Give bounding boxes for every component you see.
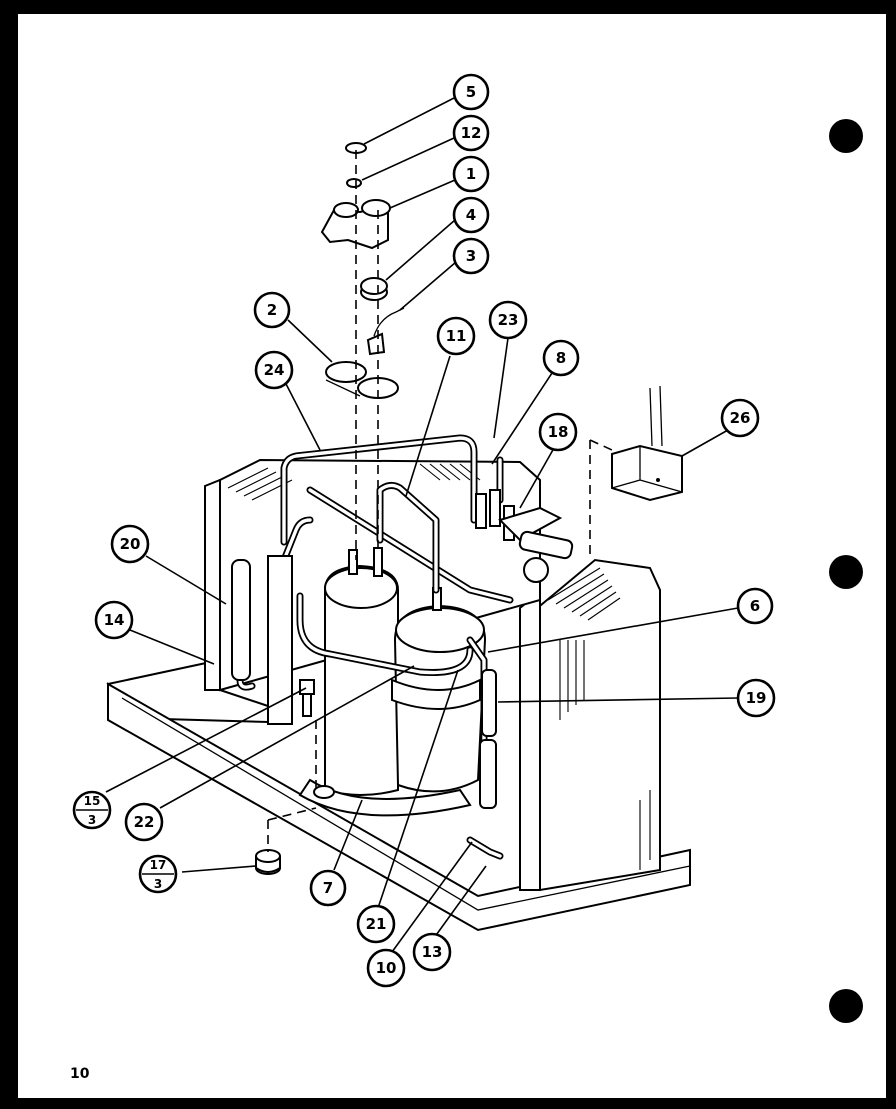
callout-19: 19 [736,678,776,718]
svg-text:6: 6 [750,597,760,615]
binder-hole-middle [829,555,863,589]
svg-text:22: 22 [134,813,155,831]
callout-12: 12 [452,114,490,152]
mounting-bolt [299,679,315,717]
svg-text:21: 21 [366,915,387,933]
callout-23: 23 [488,300,528,340]
binder-hole-top [829,119,863,153]
callout-2: 2 [253,291,291,329]
compressor [298,547,487,817]
svg-text:17: 17 [150,858,167,872]
refrigerant-tubing [236,434,514,860]
callouts: 5 12 1 4 3 2 24 11 23 8 18 26 20 14 6 19… [72,73,776,988]
svg-text:5: 5 [466,83,476,101]
svg-text:14: 14 [104,611,125,629]
service-valves [475,489,574,583]
svg-text:20: 20 [120,535,141,553]
svg-text:3: 3 [154,877,162,891]
callout-7: 7 [309,869,347,907]
callout-18: 18 [538,412,578,452]
callout-13: 13 [412,932,452,972]
svg-text:4: 4 [466,206,476,224]
callout-6: 6 [736,587,774,625]
callout-22: 22 [124,802,164,842]
svg-text:8: 8 [556,349,566,367]
svg-text:13: 13 [422,943,443,961]
svg-text:24: 24 [264,361,285,379]
accumulator [231,555,293,725]
condenser-coil [519,558,661,892]
callout-26: 26 [720,398,760,438]
svg-text:12: 12 [461,124,482,142]
callout-14: 14 [94,600,134,640]
callout-17-over-3: 17 3 [138,854,178,894]
svg-text:1: 1 [466,165,476,183]
callout-15-over-3: 15 3 [72,790,112,830]
leader-lines [105,97,739,953]
svg-text:11: 11 [446,327,467,345]
callout-5: 5 [452,73,490,111]
svg-text:15: 15 [84,794,101,808]
binder-hole-bottom [829,989,863,1023]
svg-text:10: 10 [376,959,397,977]
grommet [255,849,281,875]
svg-text:19: 19 [746,689,767,707]
callout-1: 1 [452,155,490,193]
relay [611,385,683,502]
callout-24: 24 [254,350,294,390]
callout-3: 3 [452,237,490,275]
callout-20: 20 [110,524,150,564]
svg-text:18: 18 [548,423,569,441]
page-number: 10 [70,1066,90,1082]
svg-text:26: 26 [730,409,751,427]
callout-21: 21 [356,904,396,944]
capacitor-assembly [320,142,405,399]
svg-text:7: 7 [323,879,333,897]
callout-10: 10 [366,948,406,988]
svg-text:23: 23 [498,311,519,329]
svg-text:3: 3 [88,813,96,827]
alignment-lines [267,150,613,852]
callout-4: 4 [452,196,490,234]
callout-11: 11 [436,316,476,356]
svg-text:2: 2 [267,301,277,319]
callout-8: 8 [542,339,580,377]
svg-text:3: 3 [466,247,476,265]
filter-drier [479,669,497,809]
